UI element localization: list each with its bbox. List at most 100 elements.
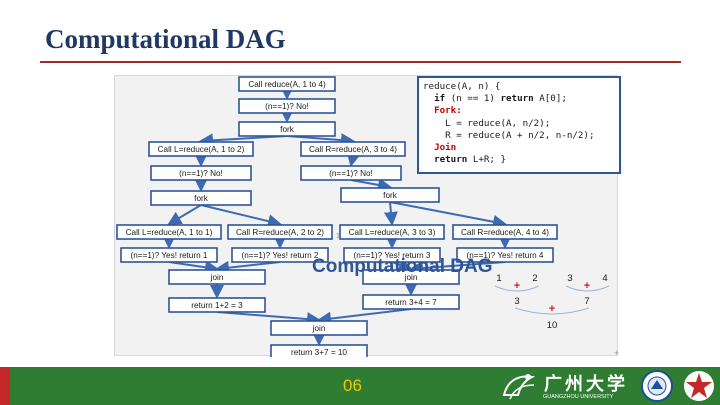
sum-leaf: 2 [532, 273, 537, 284]
dag-node-call-l-1-1: Call L=reduce(A, 1 to 1) [116, 224, 222, 240]
footer-bar: 06 广州大学 GUANGZHOU UNIVERSITY [0, 367, 720, 405]
dag-node-label: Call R=reduce(A, 3 to 4) [309, 145, 397, 154]
dag-node-box [300, 165, 402, 181]
dag-node-box [270, 320, 368, 336]
dag-node-box [150, 165, 252, 181]
dag-node-box [300, 141, 406, 157]
sum-tree-link [514, 307, 590, 315]
dag-node-label: (n==1)? Yes! return 1 [131, 251, 208, 260]
dag-node-call-l-3-3: Call L=reduce(A, 3 to 3) [339, 224, 445, 240]
code-line: L = reduce(A, n/2); [423, 117, 551, 129]
dag-edge [409, 261, 506, 276]
dag-node-label: (n==1)? No! [329, 169, 373, 178]
dag-node-box [116, 224, 222, 240]
dag-node-fork-l: fork [150, 190, 252, 206]
plus-sign: + [584, 280, 590, 292]
sum-tree-link [494, 285, 540, 292]
university-name-cn: 广州大学 [544, 374, 628, 395]
dag-node-call-1-4: Call reduce(A, 1 to 4) [238, 76, 336, 92]
dag-edge [286, 133, 355, 148]
dag-node-ret-2: (n==1)? Yes! return 2 [231, 247, 329, 263]
dag-edge [200, 204, 282, 228]
dag-node-label: return 3+7 = 10 [291, 348, 347, 357]
dag-node-fork-r: fork [340, 187, 440, 203]
dag-edge [215, 260, 281, 275]
sum-tree-link [565, 285, 610, 292]
dag-node-box [120, 247, 218, 263]
dag-node-call-r-4-4: Call R=reduce(A, 4 to 4) [452, 224, 558, 240]
dag-edge [199, 133, 288, 148]
dag-edge [346, 151, 361, 167]
dag-node-call-r-2-2: Call R=reduce(A, 2 to 2) [227, 224, 333, 240]
dag-node-check-1: (n==1)? No! [238, 98, 336, 114]
page-number: 06 [343, 376, 362, 395]
footer-accent [0, 367, 10, 405]
sum-leaf: 3 [567, 273, 572, 284]
sum-partial: 3 [514, 296, 519, 307]
dag-node-box [452, 224, 558, 240]
dag-node-box [362, 269, 460, 285]
dag-node-box [238, 76, 336, 92]
sum-total: 10 [547, 320, 558, 331]
dag-node-box [238, 98, 336, 114]
dag-node-label: Call reduce(A, 1 to 4) [248, 80, 326, 89]
dag-edge [216, 311, 321, 327]
code-line: Join [434, 142, 457, 154]
emblem-icon [684, 371, 714, 401]
university-name-en: GUANGZHOU UNIVERSITY [543, 394, 614, 400]
dag-edge [167, 204, 202, 226]
dag-node-join-l: join [168, 269, 266, 285]
dag-graph: Call reduce(A, 1 to 4)(n==1)? No!forkCal… [116, 76, 610, 357]
dag-node-label: fork [194, 194, 209, 203]
dag-node-ret-final: return 3+7 = 10 [270, 344, 368, 357]
dag-edge [389, 201, 507, 229]
dag-node-label: return 3+4 = 7 [385, 298, 437, 307]
dag-node-ret-4: (n==1)? Yes! return 4 [456, 247, 554, 263]
cross-mark: + [614, 348, 620, 358]
dag-node-box [339, 224, 445, 240]
slide-title: Computational DAG [45, 24, 286, 54]
dag-node-check-r: (n==1)? No! [300, 165, 402, 181]
dag-node-box [238, 121, 336, 137]
dag-node-join-r: join [362, 269, 460, 285]
dag-node-box [343, 247, 441, 263]
dag-node-box [148, 141, 254, 157]
dag-edge [383, 201, 398, 226]
dag-node-label: join [312, 324, 326, 333]
sum-partial: 7 [584, 296, 589, 307]
dag-node-fork-1: fork [238, 121, 336, 137]
code-line: return L+R; } [434, 154, 507, 166]
dag-node-box [150, 190, 252, 206]
dag-node-label: (n==1)? Yes! return 4 [467, 251, 544, 260]
dag-node-label: fork [280, 125, 295, 134]
dag-node-join-final: join [270, 320, 368, 336]
dag-edge [350, 177, 392, 192]
dag-node-label: Call L=reduce(A, 1 to 2) [158, 145, 245, 154]
dag-node-box [168, 297, 266, 313]
sum-leaf: 4 [602, 273, 607, 284]
dag-node-label: (n==1)? No! [265, 102, 309, 111]
plus-sign: + [514, 280, 520, 292]
dag-node-box [270, 344, 368, 357]
dag-node-box [340, 187, 440, 203]
dag-node-box [227, 224, 333, 240]
code-line: reduce(A, n) { [423, 81, 501, 92]
code-line: Fork: [434, 105, 462, 117]
dag-node-box [168, 269, 266, 285]
code-line: R = reduce(A + n/2, n-n/2); [423, 129, 595, 141]
dag-node-label: (n==1)? Yes! return 3 [354, 251, 431, 260]
dag-node-box [362, 294, 460, 310]
dag-edge [168, 260, 219, 275]
dag-node-box [456, 247, 554, 263]
stray-mark: 1 [336, 233, 340, 240]
dag-node-label: (n==1)? Yes! return 2 [242, 251, 319, 260]
dag-node-call-r-3-4: Call R=reduce(A, 3 to 4) [300, 141, 406, 157]
dag-edge [391, 258, 413, 272]
code-line: if (n == 1) return A[0]; [434, 93, 567, 105]
dag-node-check-l: (n==1)? No! [150, 165, 252, 181]
dag-node-ret-3: (n==1)? Yes! return 3 [343, 247, 441, 263]
dag-node-box [231, 247, 329, 263]
plus-sign: + [549, 303, 555, 315]
dag-edge [317, 308, 412, 326]
